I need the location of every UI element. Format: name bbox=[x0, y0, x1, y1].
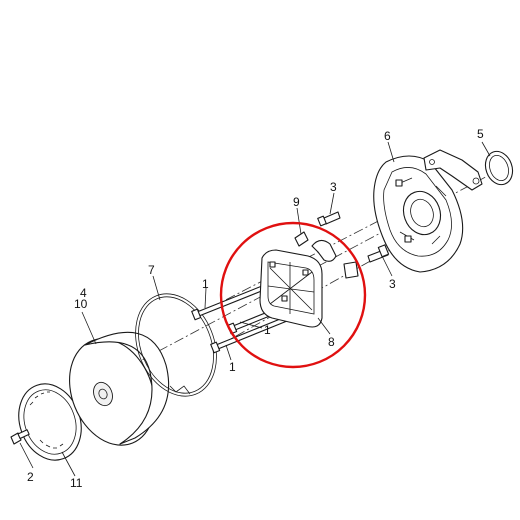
callout-4: 4 bbox=[80, 286, 87, 300]
callout-7: 7 bbox=[148, 263, 155, 277]
callout-2: 2 bbox=[27, 470, 34, 484]
highlight-circle bbox=[219, 221, 367, 369]
callout-10: 10 bbox=[74, 297, 88, 311]
part-7-seal-ring bbox=[135, 293, 217, 397]
callout-1-lower: 1 bbox=[229, 360, 236, 374]
callout-8: 8 bbox=[328, 335, 335, 349]
part-8-filter-element bbox=[259, 249, 323, 328]
bolt-upper bbox=[191, 285, 265, 321]
part-9-breather-fitting bbox=[294, 231, 359, 279]
callout-labels: 4 10 7 1 1 1 2 11 9 3 3 6 5 8 bbox=[27, 127, 484, 490]
part-5-seal-and-bracket bbox=[423, 149, 514, 191]
part-4-10-air-cleaner-cover bbox=[69, 331, 170, 446]
part-3-fastener-upper bbox=[317, 211, 341, 227]
callout-11: 11 bbox=[70, 476, 83, 490]
part-2-screw bbox=[10, 429, 30, 445]
callout-3-lower: 3 bbox=[389, 277, 396, 291]
part-6-backplate bbox=[373, 155, 464, 273]
callout-1-upper: 1 bbox=[202, 277, 209, 291]
part-11-trim-ring bbox=[18, 383, 82, 461]
callout-1-middle: 1 bbox=[264, 323, 271, 337]
callout-3-upper: 3 bbox=[330, 180, 337, 194]
leader-lines bbox=[19, 141, 491, 477]
callout-6: 6 bbox=[384, 129, 391, 143]
part-3-fastener-lower bbox=[367, 244, 390, 263]
callout-9: 9 bbox=[293, 195, 300, 209]
callout-5: 5 bbox=[477, 127, 484, 141]
trim-ring-lettering bbox=[29, 391, 64, 449]
